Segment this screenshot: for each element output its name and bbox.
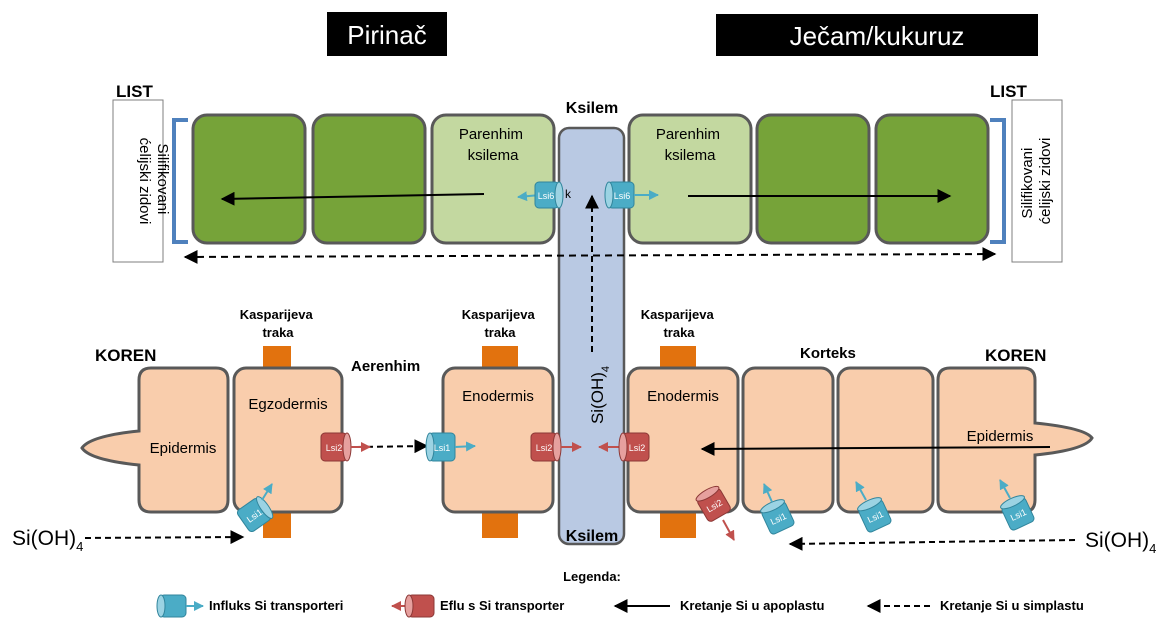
silicified-wall-text-left: Silifikovani ćelijski zidovi bbox=[136, 138, 171, 225]
legend-apoplast: Kretanje Si u apoplastu bbox=[680, 598, 825, 613]
lsi2-efflux-egzodermis: Lsi2 bbox=[321, 433, 370, 461]
cortex-cell-1 bbox=[743, 368, 833, 512]
leaf-label-right: LIST bbox=[990, 82, 1027, 101]
casparian-label-2: Kasparijeva traka bbox=[462, 307, 539, 340]
bracket-right bbox=[990, 120, 1004, 242]
lsi6-suffix-left: k bbox=[565, 187, 572, 201]
epidermis-label-right: Epidermis bbox=[967, 428, 1034, 445]
egzodermis-label: Egzodermis bbox=[248, 396, 327, 413]
casparian-band-2-bottom bbox=[482, 512, 518, 538]
leaf-cell-right-1 bbox=[757, 115, 869, 243]
lsi6-label-right: Lsi6 bbox=[614, 191, 631, 201]
leaf-cell-right-2 bbox=[876, 115, 988, 243]
root-label-left: KOREN bbox=[95, 346, 156, 365]
bracket-left bbox=[174, 120, 188, 242]
casparian-label-3: Kasparijeva traka bbox=[641, 307, 718, 340]
header-rice: Pirinač bbox=[347, 20, 426, 50]
svg-text:Lsi2: Lsi2 bbox=[629, 443, 646, 453]
legend-efflux: Eflu s Si transporter bbox=[440, 598, 564, 613]
leaf-label-left: LIST bbox=[116, 82, 153, 101]
svg-text:Lsi2: Lsi2 bbox=[536, 443, 553, 453]
header-barley-corn: Ječam/kukuruz bbox=[790, 21, 965, 51]
root-symplast-input-left bbox=[85, 537, 243, 538]
legend-title: Legenda: bbox=[563, 569, 621, 584]
silicified-wall-text-right: Silifikovani ćelijski zidovi bbox=[1019, 138, 1054, 225]
lsi2-bottom-arrow bbox=[723, 520, 734, 540]
root-label-right: KOREN bbox=[985, 346, 1046, 365]
lsi6-label-left: Lsi6 bbox=[538, 191, 555, 201]
epidermis-label-left: Epidermis bbox=[150, 440, 217, 457]
root-symplast-input-right bbox=[790, 540, 1075, 544]
leaf-cell-left-2 bbox=[313, 115, 425, 243]
enodermis-label-right: Enodermis bbox=[647, 388, 719, 405]
cortex-cell-2 bbox=[838, 368, 933, 512]
svg-text:Lsi2: Lsi2 bbox=[326, 443, 343, 453]
legend-influx: Influks Si transporteri bbox=[209, 598, 343, 613]
korteks-label: Korteks bbox=[800, 345, 856, 362]
casparian-band-3-bottom bbox=[660, 512, 696, 538]
leaf-cell-left-1 bbox=[193, 115, 305, 243]
xylem-label-top: Ksilem bbox=[566, 100, 618, 117]
casparian-label-1: Kasparijeva traka bbox=[240, 307, 317, 340]
siooh4-input-left: Si(OH)4 bbox=[12, 527, 83, 554]
aerenhim-label: Aerenhim bbox=[351, 358, 420, 375]
efflux-transporter-icon bbox=[392, 595, 434, 617]
influx-transporter-icon bbox=[157, 595, 203, 617]
enodermis-label-left: Enodermis bbox=[462, 388, 534, 405]
siooh4-input-right: Si(OH)4 bbox=[1085, 529, 1156, 556]
xylem-label-bottom: Ksilem bbox=[566, 528, 618, 545]
legend-symplast: Kretanje Si u simplastu bbox=[940, 598, 1084, 613]
svg-text:Lsi1: Lsi1 bbox=[434, 443, 451, 453]
